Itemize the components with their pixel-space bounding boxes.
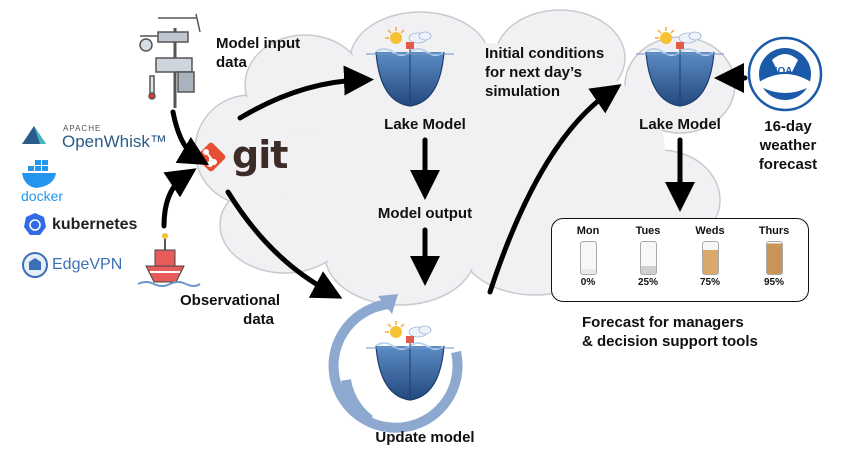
forecast-percent-label: 75% bbox=[699, 277, 720, 288]
model-output-label: Model output bbox=[377, 205, 473, 222]
arrow-update-to-right-lake bbox=[487, 84, 622, 295]
noaa-logo-icon bbox=[747, 36, 823, 112]
lake-model-left-label: Lake Model bbox=[384, 116, 466, 133]
forecast-day-thurs: Thurs 95% bbox=[748, 225, 800, 288]
docker-text: docker bbox=[21, 188, 64, 204]
forecast-percent-label: 95% bbox=[763, 277, 784, 288]
arrow-git-to-lake bbox=[237, 65, 374, 121]
edgevpn-text: EdgeVPN bbox=[52, 256, 123, 273]
initial-conditions-label: Initial conditions for next day’s simula… bbox=[485, 45, 605, 100]
noaa-text: NOAA bbox=[770, 66, 800, 77]
weather-station-icon bbox=[139, 13, 201, 108]
arrow-input-to-git bbox=[170, 109, 210, 166]
forecast-day-tues: Tues 25% bbox=[622, 225, 674, 288]
buoy-icon bbox=[137, 233, 201, 287]
update-model-label: Update model bbox=[375, 429, 475, 446]
weather-forecast-label: 16-day weather forecast bbox=[758, 118, 818, 173]
update-cycle-icon bbox=[328, 294, 463, 433]
docker-logo-icon bbox=[22, 160, 56, 188]
openwhisk-text: OpenWhisk™ bbox=[62, 132, 167, 151]
forecast-day-mon: Mon 0% bbox=[562, 225, 614, 288]
kubernetes-logo-icon bbox=[24, 213, 46, 235]
edgevpn-logo-icon bbox=[22, 252, 48, 278]
flow-arrows bbox=[161, 63, 748, 299]
update-lake-icon bbox=[365, 320, 455, 401]
model-input-label: Model input data bbox=[216, 35, 301, 71]
arrow-git-to-update bbox=[225, 189, 343, 299]
forecast-percent-label: 0% bbox=[580, 277, 596, 288]
forecast-day-label: Tues bbox=[635, 225, 661, 237]
lake-model-right-label: Lake Model bbox=[639, 116, 721, 133]
forecast-panel: Mon 0% Tues 25% Weds 75% Thurs 95% bbox=[551, 218, 809, 302]
observational-label: Observational data bbox=[180, 292, 281, 328]
forecast-glass-icon bbox=[579, 241, 597, 275]
forecast-glass-icon bbox=[701, 241, 719, 275]
forecast-managers-label: Forecast for managers & decision support… bbox=[582, 314, 758, 350]
forecast-glass-icon bbox=[765, 241, 783, 275]
forecast-day-weds: Weds 75% bbox=[684, 225, 736, 288]
forecast-day-label: Mon bbox=[576, 225, 600, 237]
arrow-buoy-to-git bbox=[161, 168, 197, 229]
forecast-day-label: Thurs bbox=[758, 225, 790, 237]
forecast-day-label: Weds bbox=[695, 225, 725, 237]
kubernetes-text: kubernetes bbox=[52, 216, 138, 233]
forecast-glass-icon bbox=[639, 241, 657, 275]
forecast-percent-label: 25% bbox=[637, 277, 658, 288]
openwhisk-small-text: APACHE bbox=[63, 124, 102, 133]
git-label: git bbox=[232, 133, 288, 177]
openwhisk-logo-icon bbox=[22, 126, 46, 144]
